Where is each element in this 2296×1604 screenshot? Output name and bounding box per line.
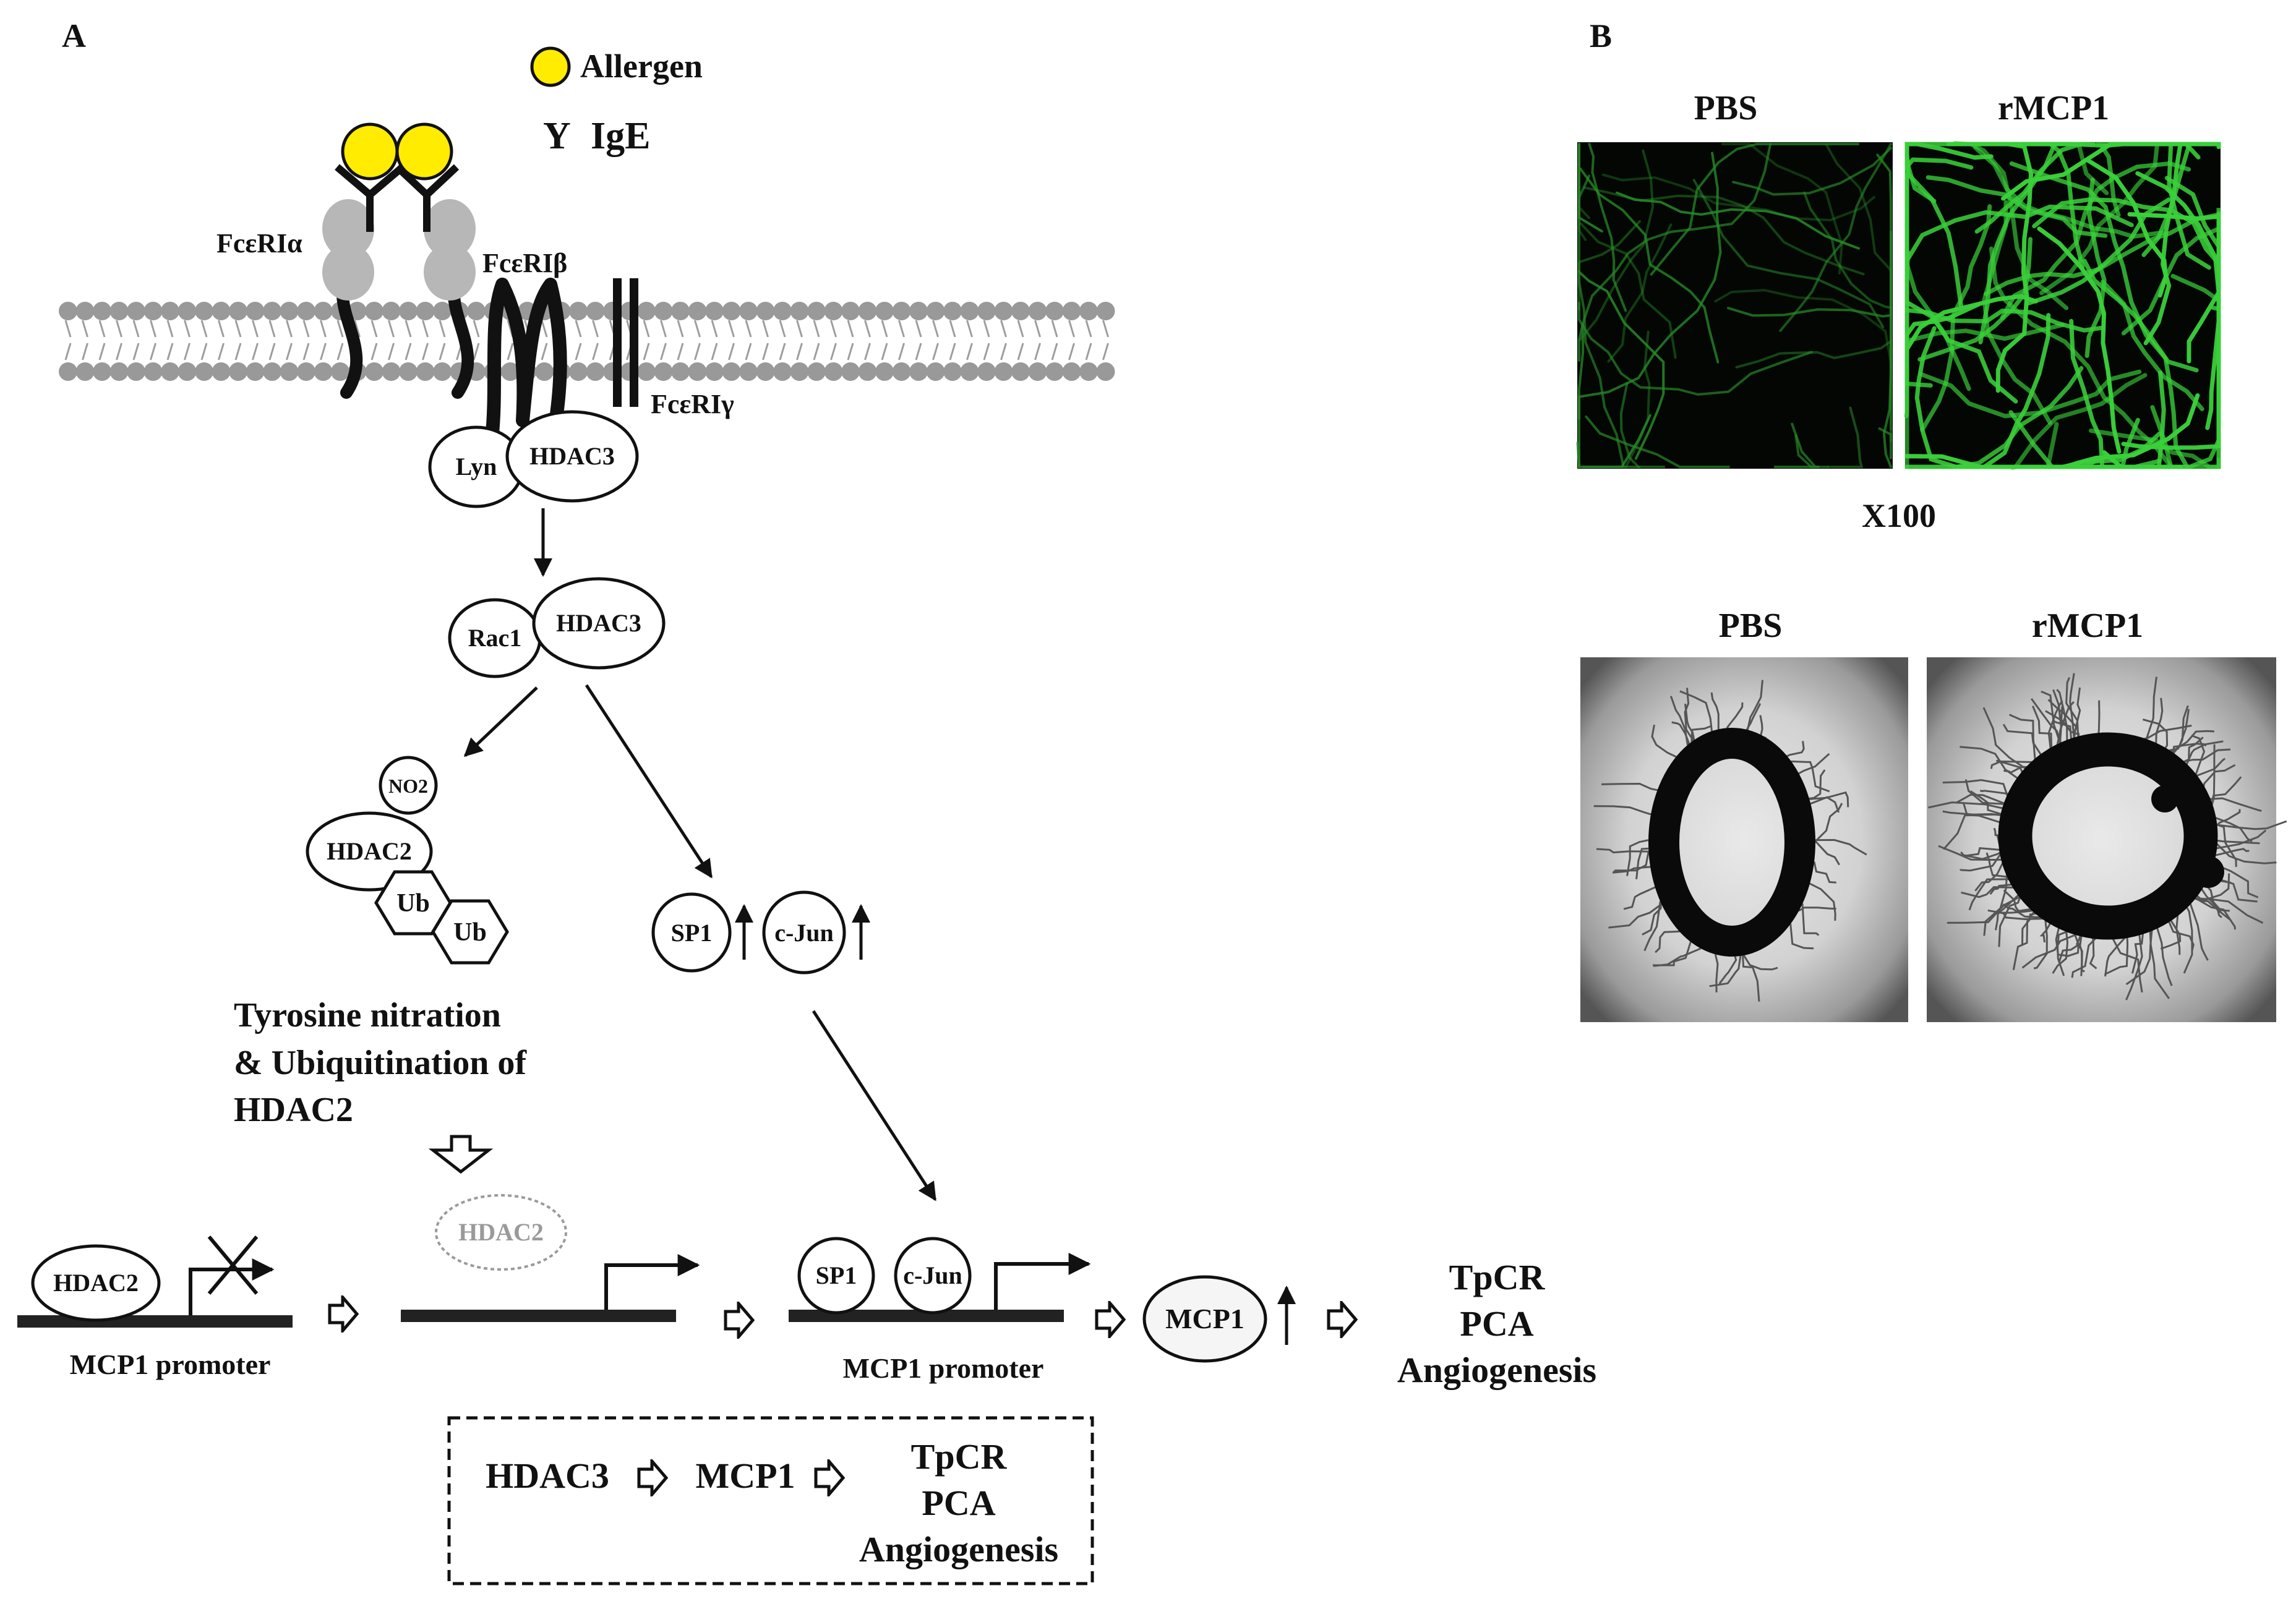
tss-arrow-blocked	[189, 1258, 275, 1315]
fceri-beta-label: FcεRIβ	[482, 248, 567, 278]
bound-sp1-label: SP1	[816, 1261, 857, 1289]
promoter-open	[401, 1254, 700, 1322]
summary-hdac3: HDAC3	[486, 1456, 609, 1496]
promoter-label-3: MCP1 promoter	[843, 1352, 1044, 1384]
promoter-activated: SP1 c-Jun MCP1 promoter	[789, 1237, 1091, 1384]
tss-arrow	[604, 1254, 700, 1310]
allergen-legend-icon	[530, 46, 571, 87]
allergen-icon	[395, 122, 453, 181]
caption-line-2: & Ubiquitination of	[234, 1044, 527, 1082]
top-left-label: PBS	[1694, 89, 1758, 127]
rmcp1-fluorescence-image	[1904, 141, 2221, 470]
released-hdac2	[435, 1194, 567, 1271]
summary-box: HDAC3 MCP1 TpCR PCA Angiogenesis	[447, 1416, 1094, 1585]
arrow-to-sp1-cjun	[585, 684, 713, 879]
bottom-right-label: rMCP1	[2032, 607, 2143, 645]
no2-label: NO2	[388, 775, 428, 797]
sp1-node	[651, 892, 732, 973]
top-right-label: rMCP1	[1998, 89, 2109, 127]
step-arrow-icon	[1329, 1303, 1356, 1336]
summary-arrow-icon	[816, 1461, 843, 1495]
promoter-repressed: HDAC2 MCP1 promoter	[17, 1235, 293, 1380]
hdac3-node	[505, 410, 639, 503]
fceri-gamma-label: FcεRIγ	[651, 389, 734, 419]
block-x-icon	[207, 1235, 259, 1295]
panel-b-letter: B	[1590, 17, 1612, 54]
caption-line-1: Tyrosine nitration	[234, 996, 501, 1034]
mcp1-node	[1142, 1275, 1267, 1363]
lyn-hdac3-complex: Lyn HDAC3	[428, 410, 639, 508]
cell-membrane	[59, 302, 1115, 381]
sp1-label: SP1	[671, 919, 713, 947]
tss-arrow-active	[994, 1253, 1091, 1310]
summary-angiogenesis: Angiogenesis	[859, 1529, 1058, 1569]
transcription-factors: SP1 c-Jun	[651, 890, 870, 975]
down-block-arrow	[428, 1135, 494, 1174]
summary-tpcr: TpCR	[911, 1436, 1008, 1477]
outcome-tpcr: TpCR	[1449, 1257, 1546, 1297]
lyn-label: Lyn	[456, 453, 497, 480]
outcome-pca: PCA	[1460, 1303, 1533, 1344]
rac1-hdac3-complex: Rac1 HDAC3	[448, 577, 666, 678]
magnification-label: X100	[1862, 497, 1936, 534]
no2-node	[379, 756, 438, 815]
rmcp1-ring-assay-image	[1927, 657, 2287, 1022]
ige-legend-label: IgE	[591, 115, 650, 157]
allergen-icon	[341, 122, 399, 181]
ub-label-1: Ub	[396, 889, 430, 918]
cjun-label: c-Jun	[774, 919, 834, 947]
fceri-alpha-label: FcεRIα	[216, 228, 302, 258]
bound-hdac2-node	[31, 1244, 161, 1322]
hdac2-label: HDAC2	[327, 837, 412, 865]
hdac3-node-2	[532, 577, 666, 670]
ige-legend-icon: Y	[543, 115, 571, 157]
summary-pca: PCA	[922, 1483, 995, 1523]
arrow-to-hdac2	[463, 686, 538, 757]
ubiquitin-2	[431, 899, 509, 965]
summary-mcp1: MCP1	[695, 1456, 795, 1496]
ub-label-2: Ub	[453, 918, 487, 947]
fceri-alpha-receptor	[322, 122, 476, 399]
promoter-label-1: MCP1 promoter	[70, 1349, 271, 1380]
outcome-angiogenesis: Angiogenesis	[1397, 1350, 1596, 1390]
bound-cjun-label: c-Jun	[903, 1261, 962, 1289]
released-hdac2-label: HDAC2	[458, 1218, 544, 1246]
step-arrow-icon	[1097, 1303, 1124, 1336]
bottom-left-label: PBS	[1719, 607, 1783, 645]
hdac3-label-2: HDAC3	[556, 609, 641, 637]
hdac2-modification-cluster: NO2 HDAC2 Ub Ub	[306, 756, 509, 965]
allergen-legend-label: Allergen	[580, 48, 703, 85]
bound-hdac2-label: HDAC2	[53, 1269, 139, 1297]
bound-sp1-node	[797, 1237, 875, 1315]
mcp1-label: MCP1	[1165, 1303, 1244, 1334]
fceri-beta-chain	[485, 278, 567, 446]
step-arrow-icon	[726, 1303, 753, 1337]
cjun-node	[762, 890, 846, 975]
bound-cjun-node	[894, 1237, 972, 1315]
summary-arrow-icon	[639, 1461, 666, 1495]
step-arrow-icon	[330, 1297, 357, 1331]
panel-a-letter: A	[62, 17, 86, 54]
pbs-fluorescence-image	[1576, 142, 1893, 469]
rac1-label: Rac1	[468, 624, 522, 652]
pbs-ring-assay-image	[1580, 657, 1908, 1022]
hdac3-label: HDAC3	[529, 442, 615, 470]
legend: Allergen Y IgE	[530, 46, 703, 157]
arrow-to-promoter	[812, 1010, 937, 1201]
caption-line-3: HDAC2	[234, 1091, 353, 1129]
